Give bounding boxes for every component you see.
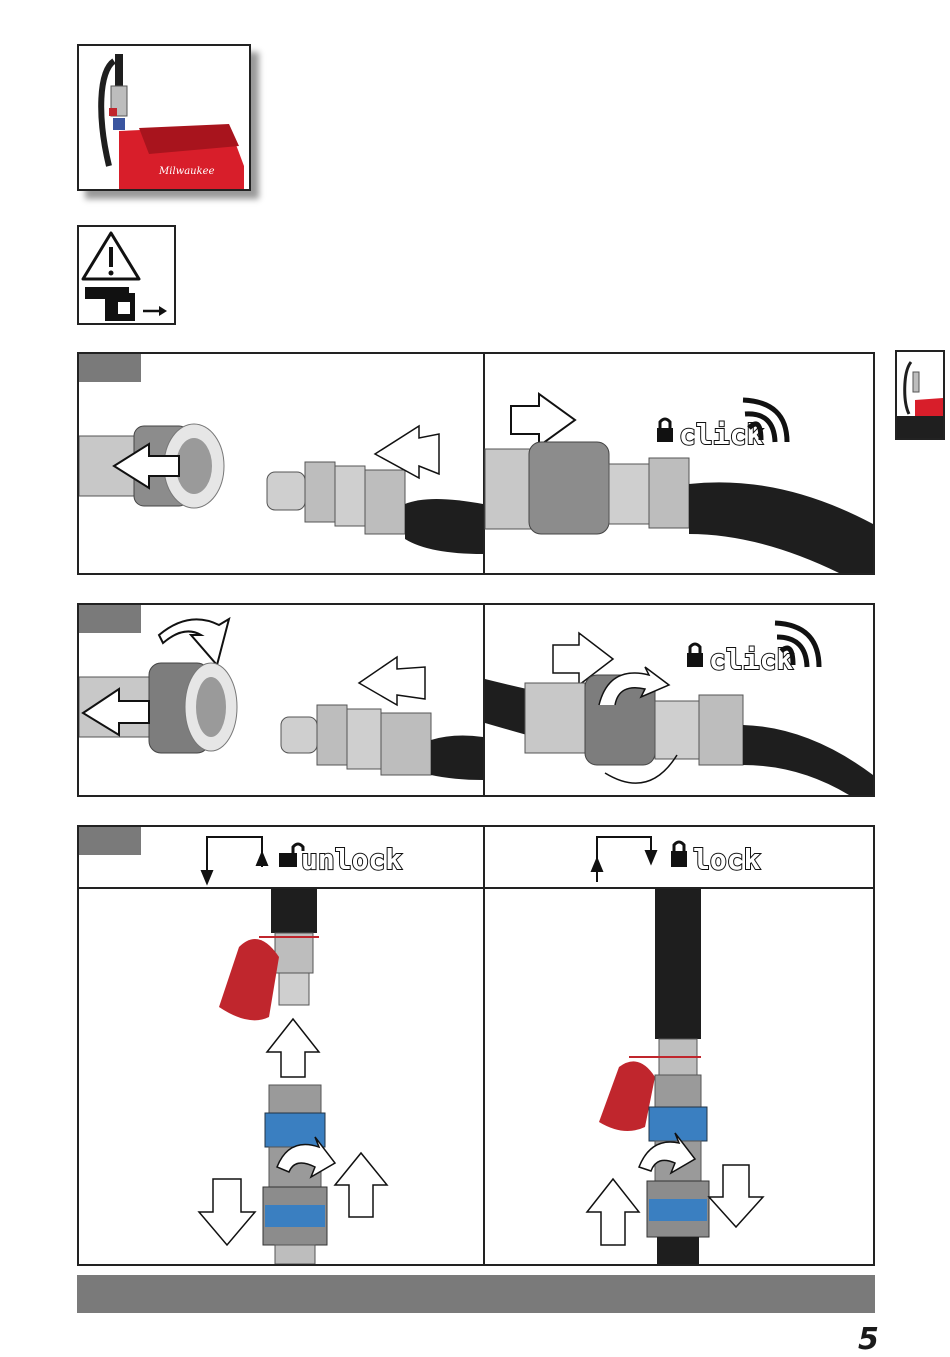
step-3-panel: unlock lock	[77, 825, 875, 1266]
page-number: 5	[858, 1322, 879, 1357]
arrow-down-icon	[709, 1165, 763, 1227]
arrow-up-icon	[267, 1019, 319, 1077]
coupler-plug-illustration	[267, 462, 483, 554]
warning-icon	[83, 233, 139, 279]
arrow-push-left-icon	[359, 657, 425, 705]
unlock-direction-arrow-icon	[202, 837, 267, 883]
battery-remove-icon	[85, 287, 167, 321]
padlock-icon	[657, 419, 673, 442]
lock-direction-arrow-icon	[592, 837, 656, 882]
footer-bar	[77, 1275, 875, 1313]
step-2-panel: click	[77, 603, 875, 797]
padlock-icon	[671, 842, 687, 867]
product-thumbnail: Milwaukee	[77, 44, 251, 191]
click-label: click	[679, 418, 763, 451]
coupled-hose-illustration	[485, 442, 873, 573]
coupler-plug-illustration	[281, 705, 483, 780]
click-label: click	[709, 643, 793, 676]
lock-label: lock	[693, 843, 761, 876]
arrow-push-right-icon	[511, 394, 575, 446]
svg-text:Milwaukee: Milwaukee	[158, 166, 215, 177]
coupler-socket-with-collar-illustration	[263, 1085, 327, 1264]
plug-with-dust-cap-illustration	[219, 889, 319, 1020]
arrow-up-icon	[335, 1153, 387, 1217]
machine-with-hose-illustration: Milwaukee	[79, 46, 249, 189]
tab-dark-band	[897, 416, 943, 438]
coupled-hose-illustration	[485, 675, 873, 795]
rotate-arrow-icon	[159, 619, 229, 665]
padlock-open-icon	[279, 844, 303, 867]
arrow-down-icon	[199, 1179, 255, 1245]
unlock-label: unlock	[301, 843, 402, 876]
warning-box	[77, 225, 176, 325]
section-tab	[895, 350, 945, 440]
step-1-panel: click	[77, 352, 875, 575]
arrow-up-icon	[587, 1179, 639, 1245]
padlock-icon	[687, 644, 703, 667]
